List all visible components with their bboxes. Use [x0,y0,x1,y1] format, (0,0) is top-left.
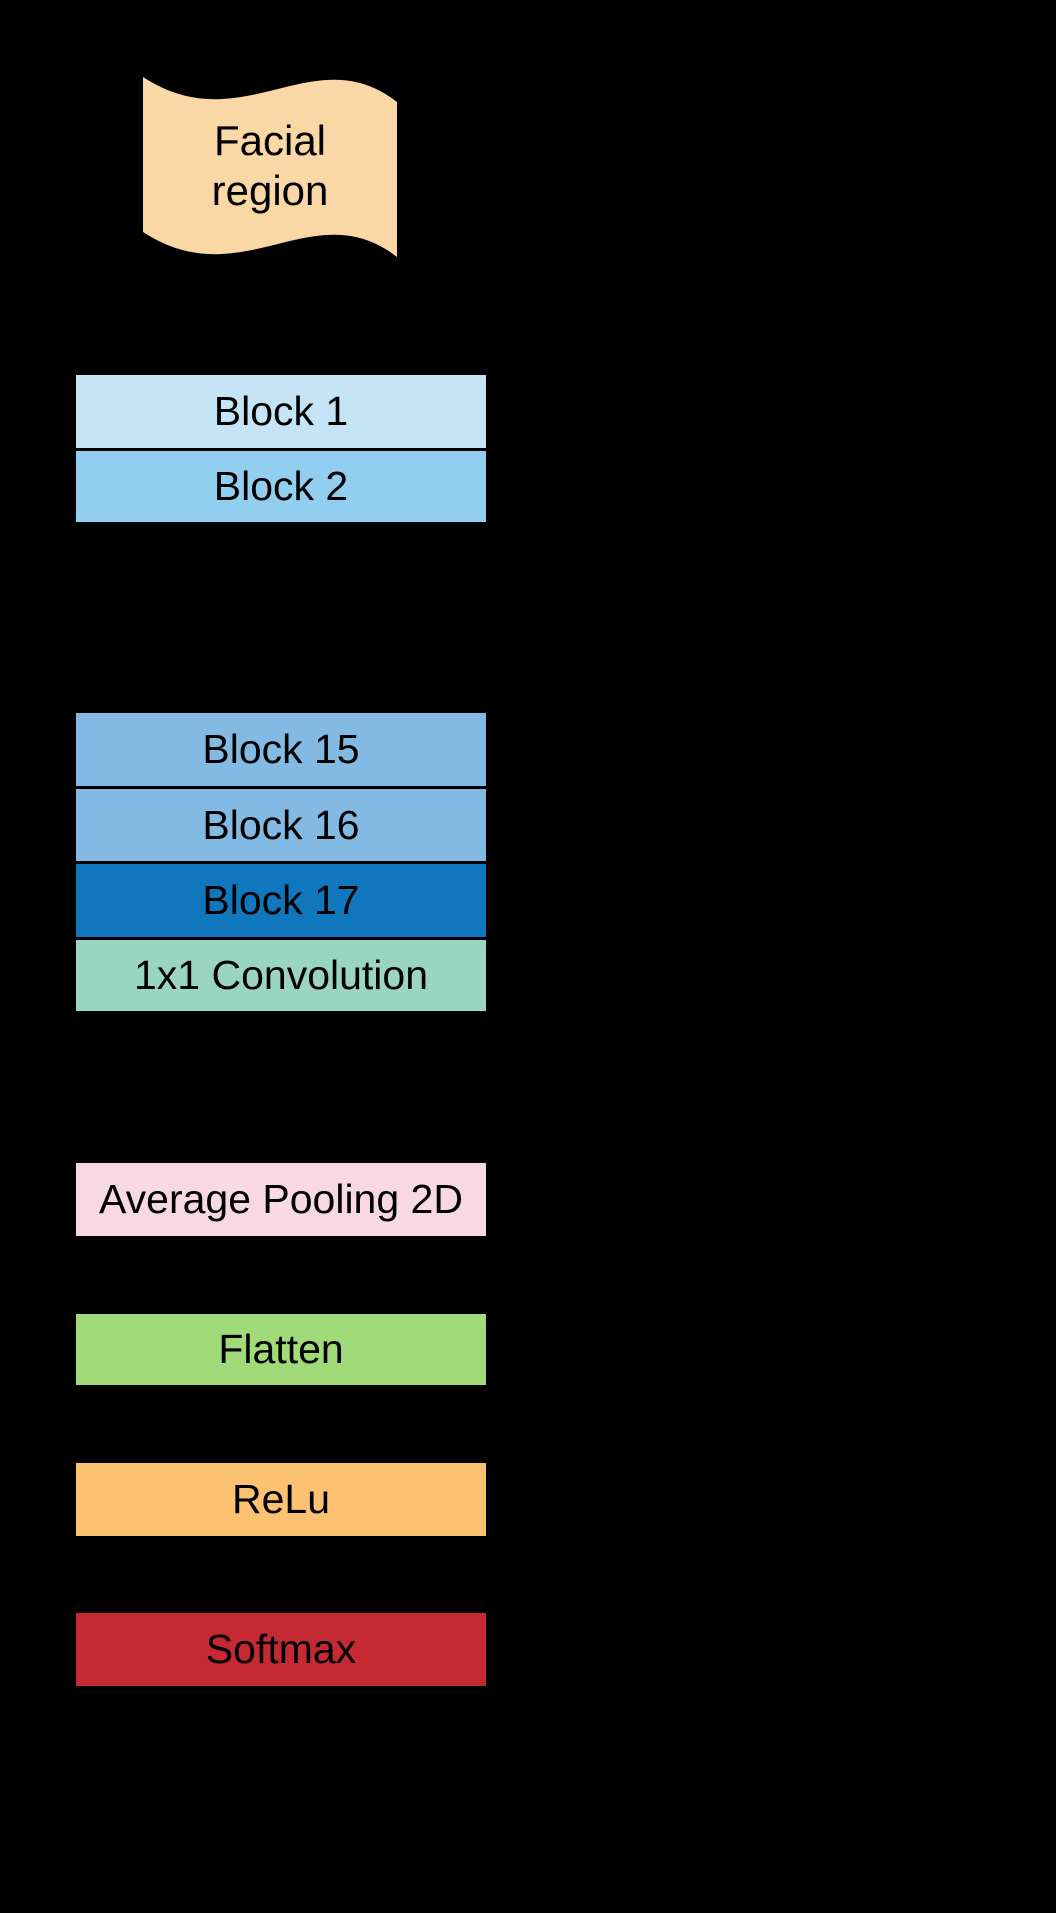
block-17-label: Block 17 [202,877,360,923]
average-pooling-block: Average Pooling 2D [76,1163,486,1236]
flag-wave-path [143,77,397,257]
block-1: Block 1 [76,375,486,448]
conv-1x1-block: 1x1 Convolution [76,940,486,1011]
conv-1x1-label: 1x1 Convolution [133,952,429,998]
block-15-label: Block 15 [202,726,360,772]
block-16: Block 16 [76,789,486,861]
flatten-label: Flatten [218,1326,344,1372]
block-16-label: Block 16 [202,801,360,848]
block-1-label: Block 1 [213,388,349,434]
block-2: Block 2 [76,451,486,522]
block-15: Block 15 [76,713,486,786]
softmax-block: Softmax [76,1613,486,1686]
block-17: Block 17 [76,864,486,937]
softmax-label: Softmax [205,1626,357,1672]
relu-label: ReLu [231,1476,330,1522]
facial-region-label: Facial region [211,116,329,214]
average-pooling-label: Average Pooling 2D [99,1176,463,1222]
flatten-block: Flatten [76,1314,486,1385]
relu-block: ReLu [76,1463,486,1536]
block-2-label: Block 2 [213,463,349,509]
facial-region-flag-shape [143,77,397,257]
